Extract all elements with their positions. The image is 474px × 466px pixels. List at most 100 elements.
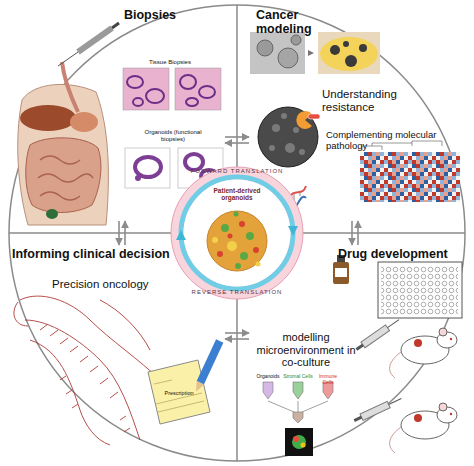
organoid-sphere xyxy=(285,143,295,153)
image-label: Tissue Biopsies xyxy=(138,59,202,66)
organoid-sphere xyxy=(269,145,275,151)
syringe xyxy=(388,320,399,328)
co-culture-tubes xyxy=(292,435,306,449)
panel-title: Drug development xyxy=(338,247,468,261)
organoid-cell xyxy=(240,252,248,260)
organoid-image xyxy=(185,154,203,170)
organoid-cell xyxy=(239,221,245,227)
co-culture-tubes xyxy=(268,401,328,412)
syringe xyxy=(389,399,402,405)
syringe xyxy=(361,325,390,348)
patient-sketch xyxy=(14,296,160,445)
arc-label: FORWARD TRANSLATION xyxy=(182,168,292,175)
organoid-cell xyxy=(217,251,223,257)
patient-sketch xyxy=(40,324,118,398)
prescription-paper xyxy=(192,339,223,393)
organoid-sphere xyxy=(299,149,305,155)
organoid-image xyxy=(135,175,141,181)
central-circle: FORWARD TRANSLATION Patient-derived organ… xyxy=(170,166,304,300)
digestive-tract-illustration xyxy=(38,156,93,200)
co-culture-tubes xyxy=(285,428,313,456)
prescription-paper xyxy=(148,360,210,424)
tissue-biopsy-image xyxy=(123,68,169,110)
ring-shape xyxy=(170,166,304,300)
tissue-biopsy-image xyxy=(186,98,198,106)
gel-dome xyxy=(359,44,367,52)
organoid-cell xyxy=(234,212,239,217)
biopsy-needle xyxy=(112,23,119,28)
tissue-biopsy-image xyxy=(180,75,196,89)
gel-dome xyxy=(318,32,380,74)
arc-label: REVERSE TRANSLATION xyxy=(182,289,292,296)
tissue-biopsy-image xyxy=(199,86,215,98)
double-arrow xyxy=(225,137,249,143)
organoid-cell xyxy=(246,232,254,240)
panel-label: modelling microenvironment in co-culture xyxy=(250,331,362,369)
mouse xyxy=(414,339,422,347)
tissue-biopsy-image xyxy=(123,68,221,110)
organoid-sphere xyxy=(258,107,320,167)
well-plate xyxy=(378,262,462,318)
patient-sketch xyxy=(30,340,110,445)
mouse xyxy=(390,328,457,453)
tube-label: Immune Cells xyxy=(313,374,343,386)
micrograph xyxy=(278,48,298,68)
organoid-sphere xyxy=(296,111,312,129)
tube-label: Stromal Cells xyxy=(283,374,313,380)
ring-arrowhead xyxy=(176,230,186,240)
co-culture-tubes xyxy=(293,382,303,399)
syringe xyxy=(354,417,361,420)
double-arrow xyxy=(352,221,358,245)
arrow-line xyxy=(225,338,249,340)
organoid-cell xyxy=(256,262,261,267)
inner-circle xyxy=(184,180,291,287)
gel-dome xyxy=(330,45,340,55)
patient-sketch xyxy=(14,302,28,326)
gel-dome xyxy=(318,32,380,74)
micrograph xyxy=(250,32,314,74)
mouse xyxy=(450,413,452,415)
organoid-sphere xyxy=(308,114,320,119)
digestive-tract-illustration xyxy=(70,112,98,132)
biopsy-needle xyxy=(58,23,119,66)
arrow-line xyxy=(225,142,249,144)
gel-dome xyxy=(345,55,357,67)
image-label: Organoids (functional biopsies) xyxy=(138,129,208,143)
panel-title: Biopsies xyxy=(100,8,200,22)
ring-arrowhead xyxy=(288,226,298,236)
micrograph xyxy=(308,50,314,56)
center-label: Patient-derived organoids xyxy=(197,187,277,202)
double-arrow xyxy=(119,221,125,245)
digestive-tract-illustration xyxy=(18,62,109,225)
syringe xyxy=(353,395,403,423)
syringe xyxy=(356,345,363,350)
mouse xyxy=(414,414,422,422)
micrograph xyxy=(257,40,273,56)
prescription-paper xyxy=(148,339,223,424)
co-culture-tubes xyxy=(293,436,299,442)
organoid-sphere xyxy=(281,113,287,119)
syringe xyxy=(360,401,390,420)
panel-title: Cancer modeling xyxy=(256,8,318,37)
organoid-cell xyxy=(235,263,241,269)
patient-sketch xyxy=(25,320,140,440)
double-arrow xyxy=(225,333,249,339)
organoid-cell xyxy=(253,247,259,253)
digestive-tract-illustration xyxy=(26,138,101,213)
biopsy-needle xyxy=(58,52,78,66)
tube-label: Organoids xyxy=(254,374,282,380)
syringe xyxy=(353,317,403,424)
gel-dome xyxy=(343,41,349,47)
organoid-sphere xyxy=(272,124,280,132)
organoid-cell xyxy=(212,237,218,243)
well-plate xyxy=(378,262,462,318)
patient-sketch xyxy=(20,296,160,380)
quadrant-frame xyxy=(9,5,465,461)
organoid-cell xyxy=(227,241,237,251)
heatmap xyxy=(360,152,460,202)
tissue-biopsy-image xyxy=(146,89,164,103)
tissue-biopsy-image xyxy=(127,76,143,88)
arrow-line xyxy=(118,221,120,245)
organoid-image xyxy=(135,157,161,177)
co-culture-tubes xyxy=(293,412,303,423)
